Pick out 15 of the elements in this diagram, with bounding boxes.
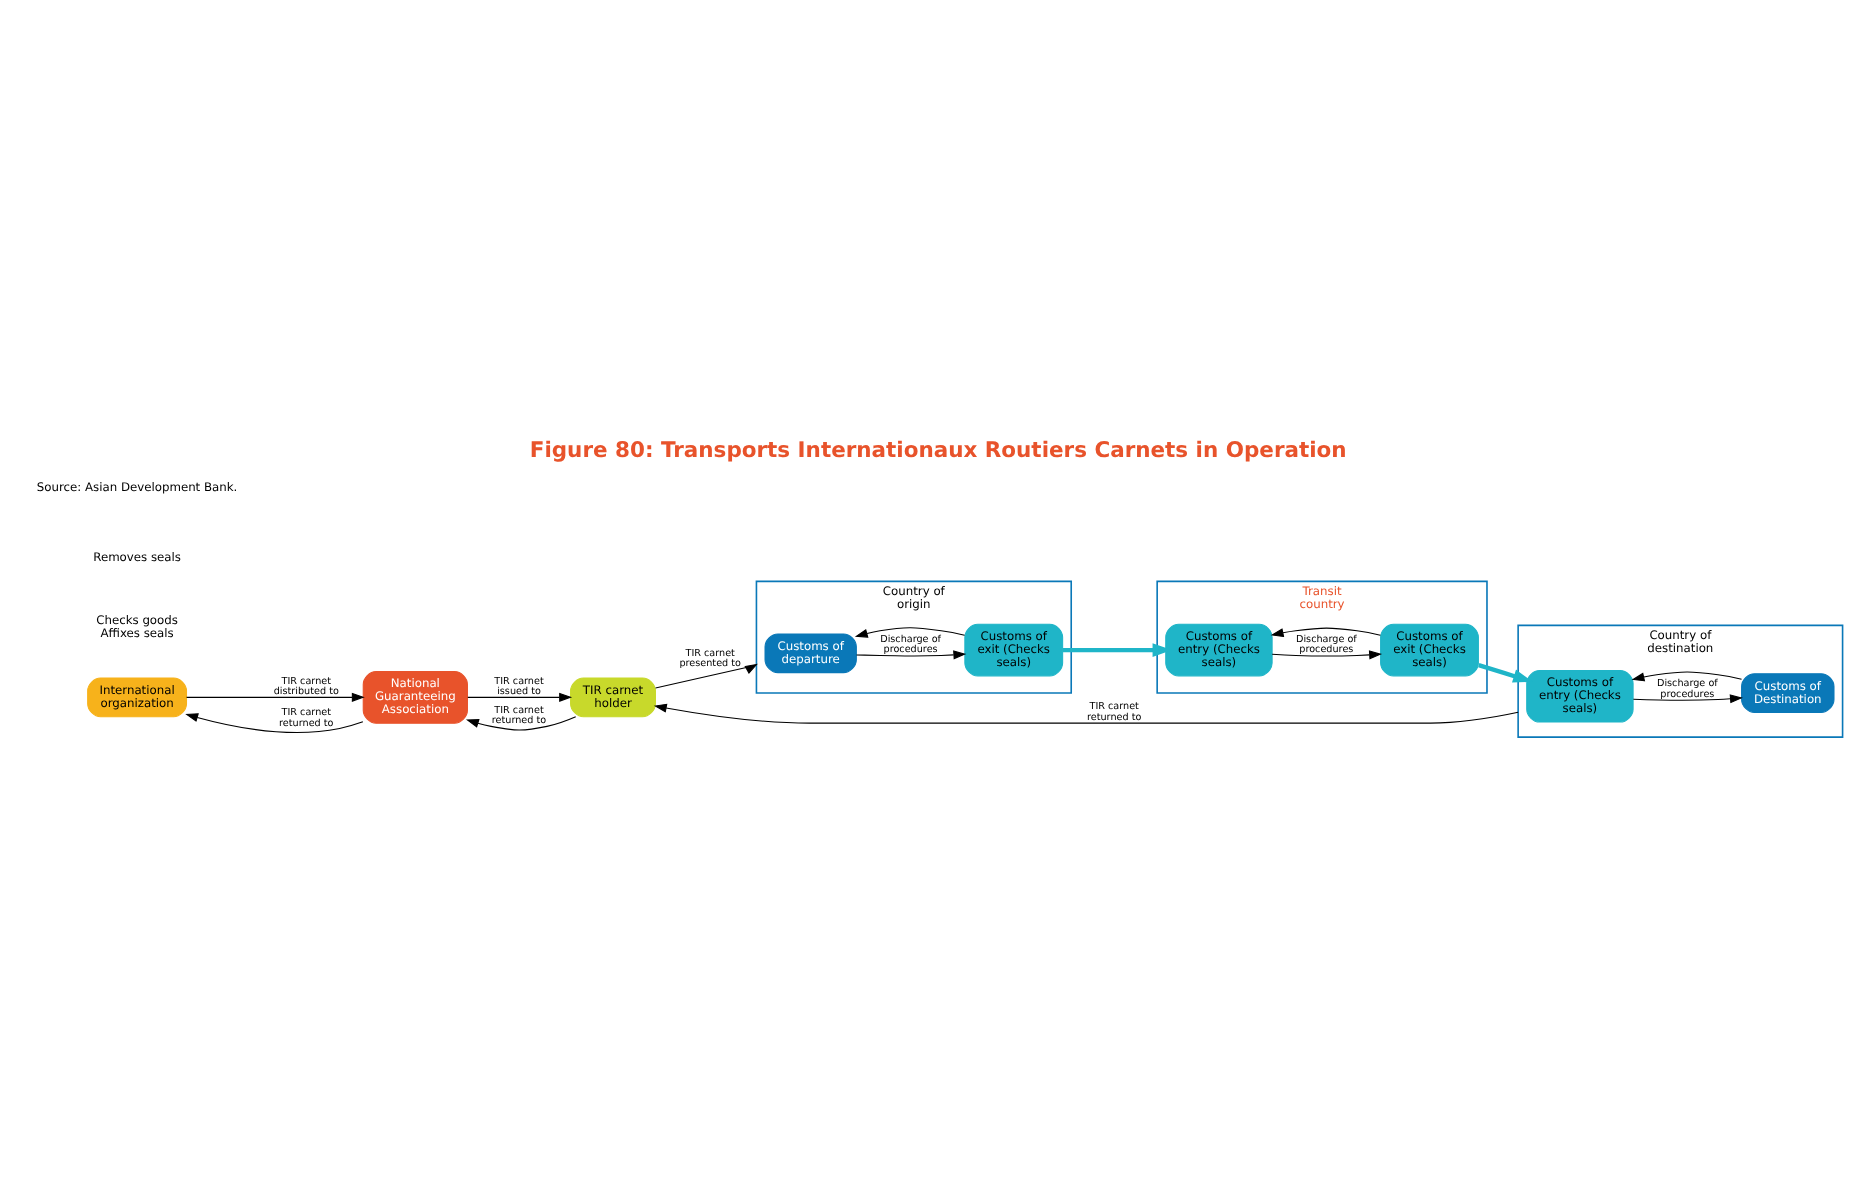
arrow	[854, 626, 966, 637]
diagram-title: Figure 80: Transports Internationaux Routiers Carnets in Operation	[529, 435, 1347, 462]
arrow	[856, 649, 967, 659]
arrow	[1632, 693, 1743, 703]
arrow	[185, 712, 364, 732]
arrow	[653, 702, 1519, 723]
arrow	[1478, 662, 1533, 682]
arrow	[465, 715, 577, 730]
arrow	[186, 691, 365, 701]
arrow	[1062, 642, 1172, 656]
arrow	[1271, 649, 1383, 659]
arrow	[655, 662, 758, 688]
arrow	[1270, 626, 1381, 637]
arrow	[1631, 670, 1743, 681]
arrow	[467, 691, 573, 701]
